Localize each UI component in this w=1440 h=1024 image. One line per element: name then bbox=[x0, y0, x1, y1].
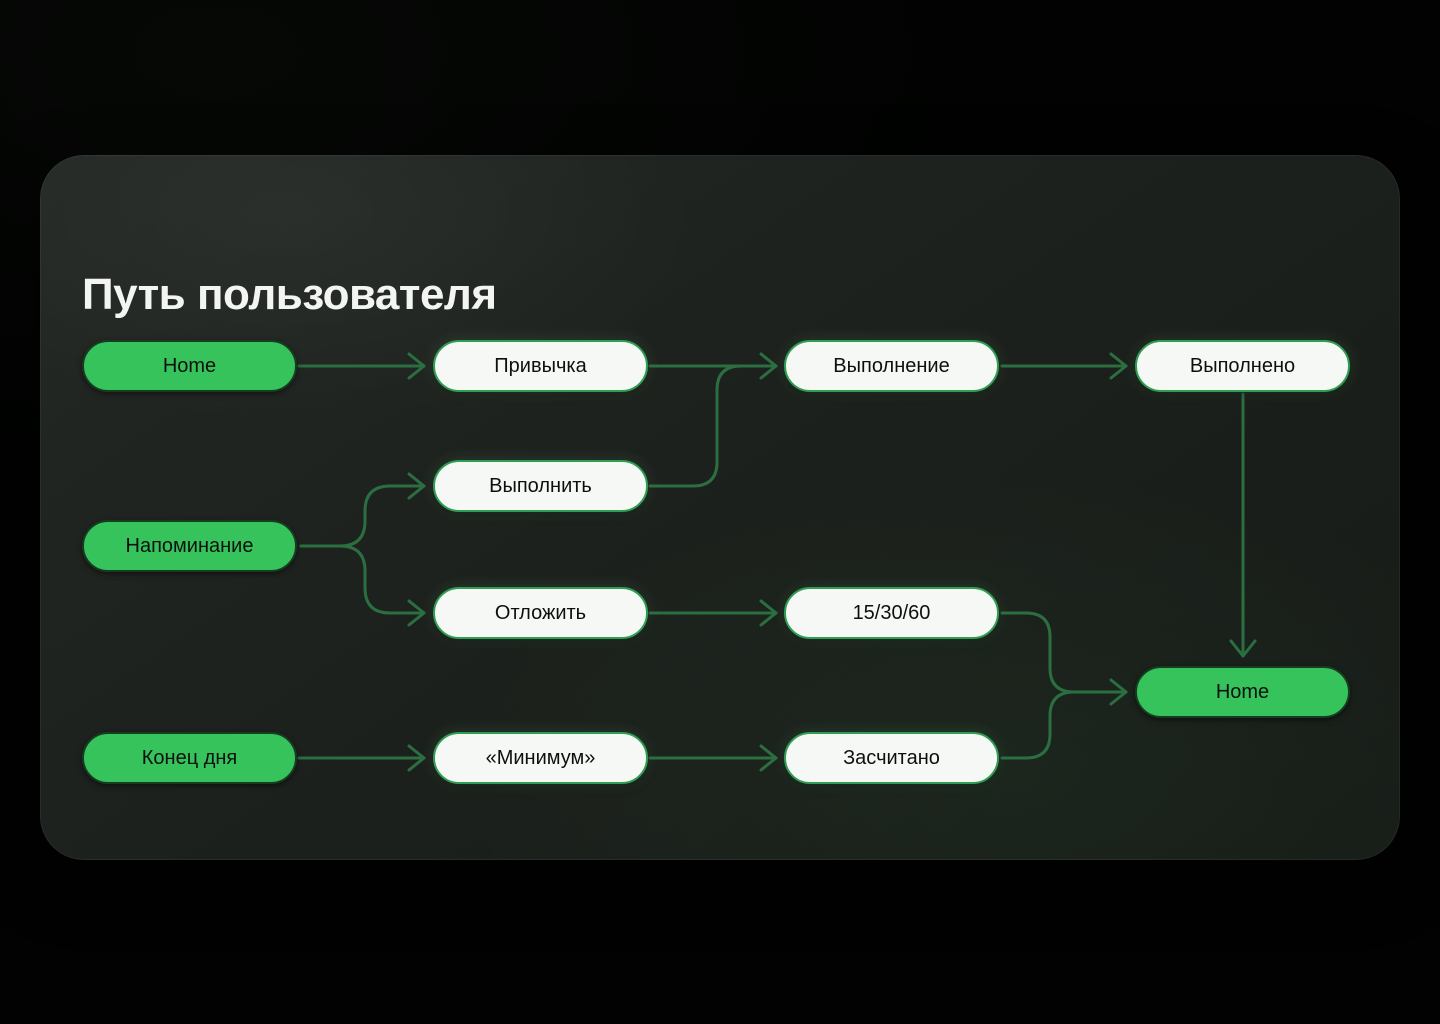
node-minimum: «Минимум» bbox=[433, 732, 648, 784]
node-reminder: Напоминание bbox=[82, 520, 297, 572]
node-done: Выполнено bbox=[1135, 340, 1350, 392]
node-postpone: Отложить bbox=[433, 587, 648, 639]
node-counted: Засчитано bbox=[784, 732, 999, 784]
node-perform: Выполнить bbox=[433, 460, 648, 512]
node-home-start: Home bbox=[82, 340, 297, 392]
page-title: Путь пользователя bbox=[82, 270, 497, 320]
node-snooze-options: 15/30/60 bbox=[784, 587, 999, 639]
node-end-of-day: Конец дня bbox=[82, 732, 297, 784]
node-execution: Выполнение bbox=[784, 340, 999, 392]
node-home-end: Home bbox=[1135, 666, 1350, 718]
node-habit: Привычка bbox=[433, 340, 648, 392]
